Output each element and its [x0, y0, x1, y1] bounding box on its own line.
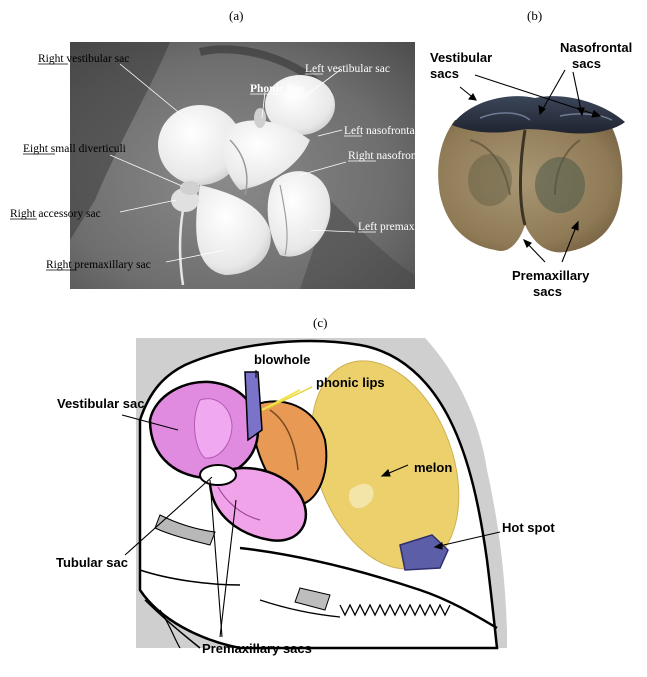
panel-b-specimen — [438, 120, 622, 252]
tubular-sac-shape — [200, 465, 236, 485]
blowhole-shape — [245, 372, 262, 440]
